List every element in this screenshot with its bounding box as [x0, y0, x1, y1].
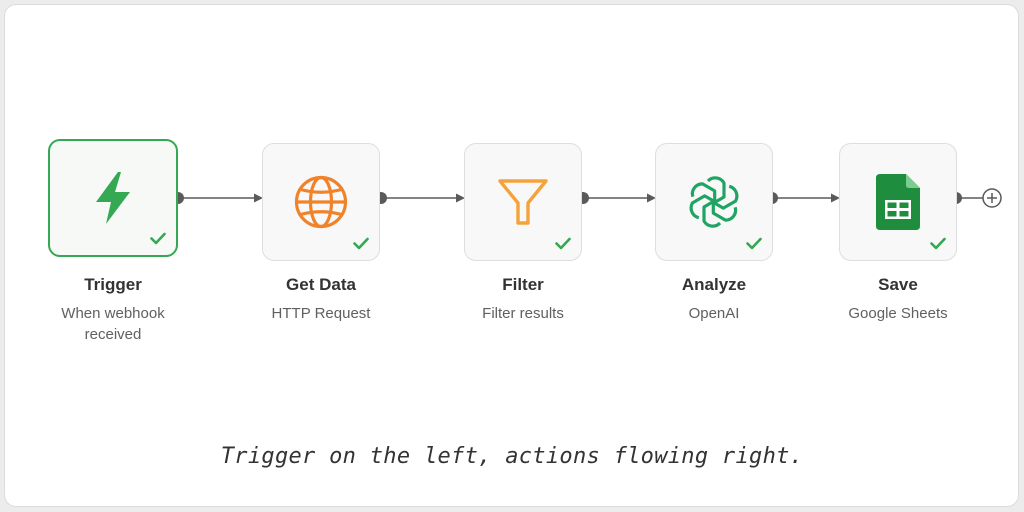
node-trigger[interactable] [48, 139, 178, 257]
node-title: Get Data [286, 275, 356, 294]
success-check-icon [746, 237, 762, 250]
node-get-data[interactable] [262, 143, 380, 261]
success-check-icon [150, 232, 166, 245]
google-sheets-icon [876, 174, 920, 230]
node-title: Save [878, 275, 918, 294]
success-check-icon [555, 237, 571, 250]
node-subtitle: Filter results [482, 305, 564, 322]
globe-icon [294, 175, 348, 229]
node-title: Filter [502, 275, 544, 294]
success-check-icon [930, 237, 946, 250]
connector-filter-analyze [577, 192, 656, 204]
funnel-icon [498, 179, 548, 225]
node-title: Analyze [681, 275, 747, 294]
add-node-button[interactable] [982, 188, 1002, 208]
node-save[interactable] [839, 143, 957, 261]
lightning-icon [96, 172, 130, 224]
caption: Trigger on the left, actions flowing rig… [220, 444, 804, 469]
node-subtitle: HTTP Request [271, 305, 371, 322]
node-subtitle: OpenAI [688, 305, 740, 322]
success-check-icon [353, 237, 369, 250]
node-subtitle: Google Sheets [848, 305, 948, 322]
connector-analyze-save [766, 192, 840, 204]
node-filter[interactable] [464, 143, 582, 261]
node-title: Trigger [84, 275, 142, 294]
node-subtitle: When webhook received [61, 305, 165, 343]
connector-trigger-getdata [172, 192, 263, 204]
workflow-canvas[interactable]: Trigger When webhook received Get Data H… [4, 4, 1019, 507]
node-analyze[interactable] [655, 143, 773, 261]
connector-getdata-filter [375, 192, 465, 204]
openai-icon [689, 176, 739, 228]
